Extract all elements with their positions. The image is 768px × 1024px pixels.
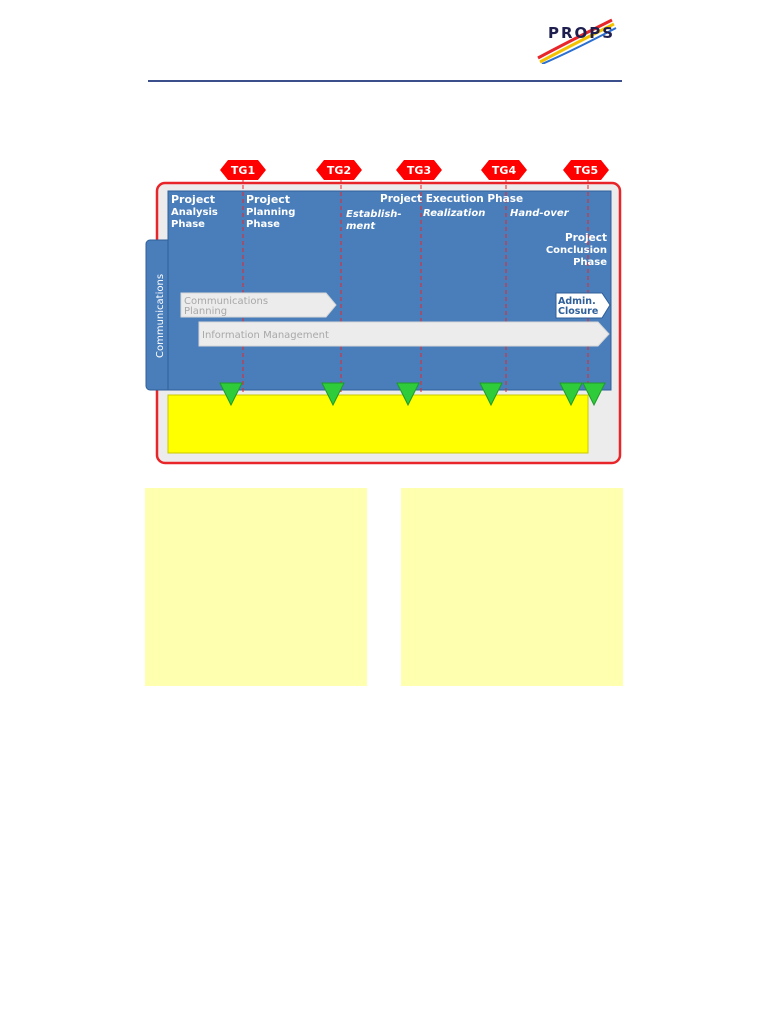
- gate-label-tg5: TG5: [574, 164, 598, 177]
- information-management-label: Information Management: [202, 330, 329, 341]
- handover-label: Hand-over: [510, 208, 570, 219]
- milestone-5: [559, 382, 583, 407]
- gate-tg1: TG1: [220, 160, 266, 180]
- conclusion-phase-line1: Project: [565, 232, 607, 244]
- milestone-3: [396, 382, 420, 407]
- gate-tg3: TG3: [396, 160, 442, 180]
- communications-planning-line1: Communications: [184, 296, 268, 307]
- phase-panel: [167, 190, 612, 391]
- gate-label-tg3: TG3: [407, 164, 431, 177]
- project-phase-diagram: Communications TG1 TG2 TG3 TG4 TG5 Proje…: [145, 160, 622, 465]
- admin-closure-line2: Closure: [558, 306, 598, 317]
- conclusion-phase-line2: Conclusion: [546, 245, 607, 256]
- gate-tg2: TG2: [316, 160, 362, 180]
- analysis-phase-line1: Project: [171, 193, 215, 206]
- logo-text: PROPS: [548, 24, 616, 42]
- conclusion-phase-line3: Phase: [573, 257, 607, 268]
- establishment-line2: ment: [346, 221, 376, 232]
- gate-label-tg4: TG4: [492, 164, 517, 177]
- admin-closure-arrow: [555, 292, 611, 319]
- planning-phase-line3: Phase: [246, 219, 280, 230]
- gate-tg5: TG5: [563, 160, 609, 180]
- planning-phase-line2: Planning: [246, 207, 295, 218]
- admin-closure-line1: Admin.: [558, 296, 596, 307]
- establishment-line1: Establish-: [346, 209, 402, 220]
- milestone-1: [219, 382, 243, 407]
- execution-phase-title: Project Execution Phase: [380, 193, 523, 205]
- communications-planning-line2: Planning: [184, 306, 227, 317]
- gate-label-tg1: TG1: [231, 164, 255, 177]
- note-box-left: [145, 488, 367, 686]
- gate-label-tg2: TG2: [327, 164, 351, 177]
- communications-planning-arrow: [180, 292, 337, 318]
- milestone-2: [321, 382, 345, 407]
- realization-label: Realization: [423, 208, 485, 219]
- planning-phase-line1: Project: [246, 193, 290, 206]
- deliverable-bar: [167, 394, 589, 454]
- gate-tg4: TG4: [481, 160, 527, 180]
- milestone-4: [479, 382, 503, 407]
- props-logo: [537, 18, 617, 64]
- analysis-phase-line3: Phase: [171, 219, 205, 230]
- milestone-6: [582, 382, 606, 407]
- communications-label: Communications: [155, 274, 166, 358]
- analysis-phase-line2: Analysis: [171, 207, 218, 218]
- header-rule: [148, 80, 622, 82]
- note-box-right: [401, 488, 623, 686]
- information-management-arrow: [198, 321, 610, 347]
